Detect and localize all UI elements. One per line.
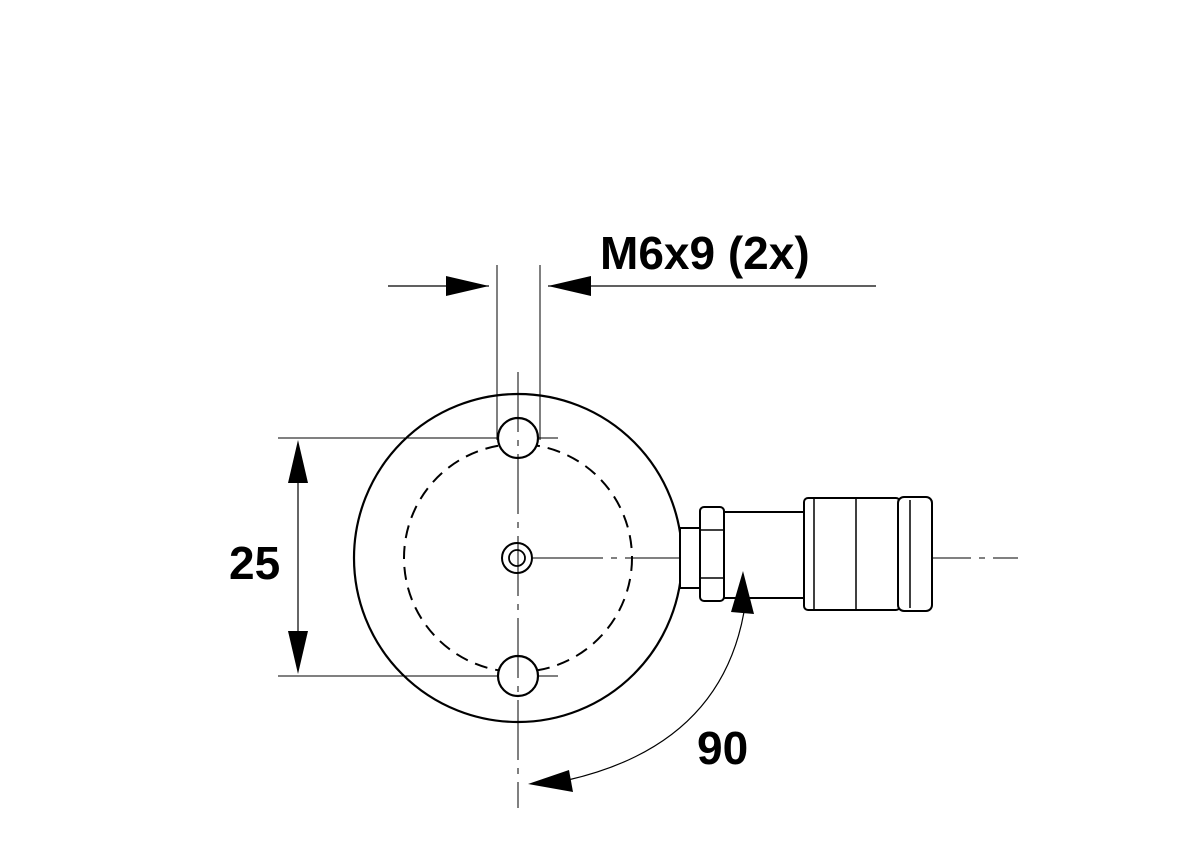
arrow-head-left (446, 276, 489, 296)
center-boss-inner (508, 549, 526, 567)
hole-spacing-label: 25 (229, 537, 280, 589)
coupler-neck (679, 527, 703, 589)
angle-dimension: 90 (528, 571, 754, 792)
coupler-sleeve (803, 497, 901, 611)
hydraulic-coupler (679, 496, 933, 612)
coupler-cap (897, 496, 933, 612)
coupler-body (723, 511, 807, 599)
thread-dimension: M6x9 (2x) (388, 227, 876, 440)
arrow-head-up (288, 440, 308, 483)
arrow-head-right (548, 276, 591, 296)
coupler-hex-nut (699, 506, 725, 602)
arc-arrow-head-top (731, 571, 754, 614)
angle-arc (567, 611, 745, 781)
spacing-dimension: 25 (229, 437, 558, 677)
arc-arrow-head-bottom (528, 770, 573, 792)
thread-callout-label: M6x9 (2x) (600, 227, 810, 279)
port-angle-label: 90 (697, 722, 748, 774)
arrow-head-down (288, 631, 308, 674)
